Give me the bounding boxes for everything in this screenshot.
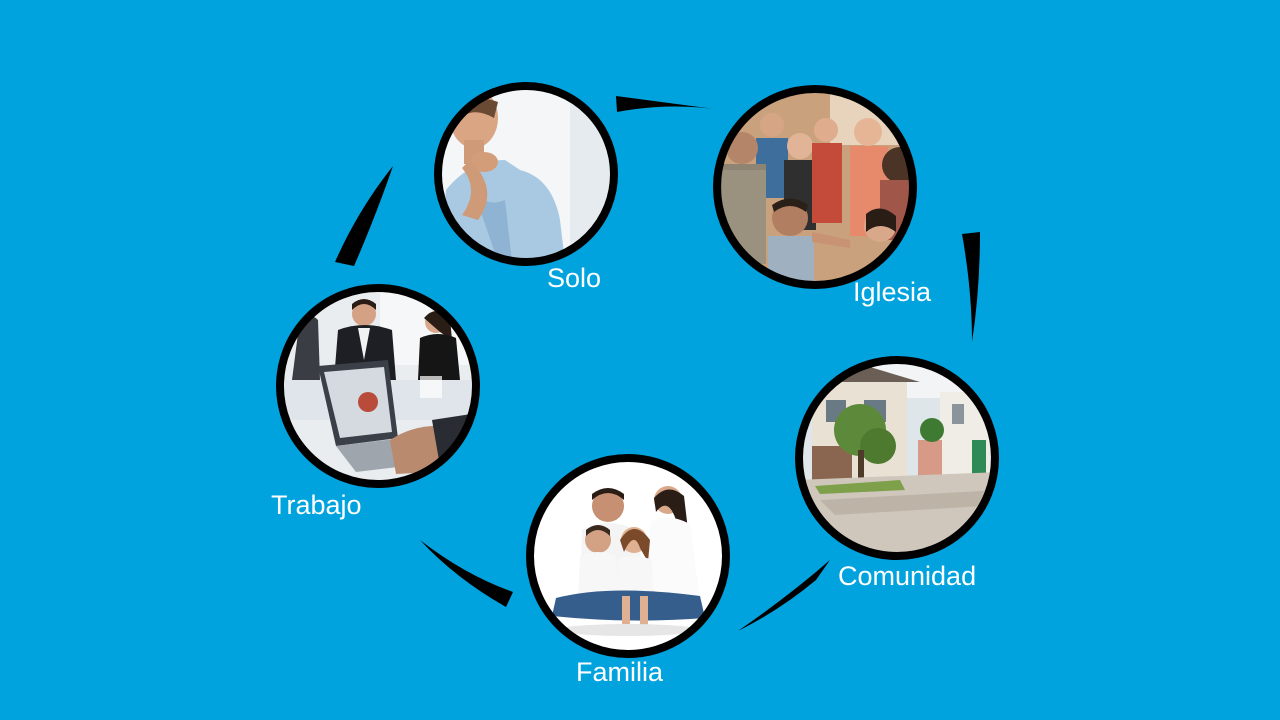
node-familia bbox=[526, 454, 730, 658]
solo-ring bbox=[434, 82, 618, 266]
connector-comunidad-familia bbox=[738, 560, 830, 631]
node-label-trabajo: Trabajo bbox=[271, 490, 362, 520]
connector-familia-trabajo bbox=[420, 540, 513, 607]
familia-ring bbox=[526, 454, 730, 658]
connector-iglesia-comunidad bbox=[962, 232, 980, 342]
node-label-solo: Solo bbox=[547, 263, 602, 293]
comunidad-ring bbox=[795, 356, 999, 560]
node-comunidad bbox=[795, 356, 999, 560]
node-label-familia: Familia bbox=[576, 657, 664, 687]
node-iglesia bbox=[713, 85, 917, 289]
iglesia-ring bbox=[713, 85, 917, 289]
trabajo-ring bbox=[276, 284, 480, 488]
connector-trabajo-solo bbox=[335, 166, 393, 266]
node-label-comunidad: Comunidad bbox=[838, 561, 977, 591]
connector-solo-iglesia bbox=[616, 96, 722, 112]
family-portrait-photo bbox=[530, 458, 726, 654]
node-solo bbox=[434, 82, 618, 266]
node-label-iglesia: Iglesia bbox=[853, 277, 932, 307]
church-congregation-photo bbox=[717, 89, 913, 285]
node-trabajo bbox=[276, 284, 480, 488]
connector-arrows bbox=[335, 96, 980, 631]
